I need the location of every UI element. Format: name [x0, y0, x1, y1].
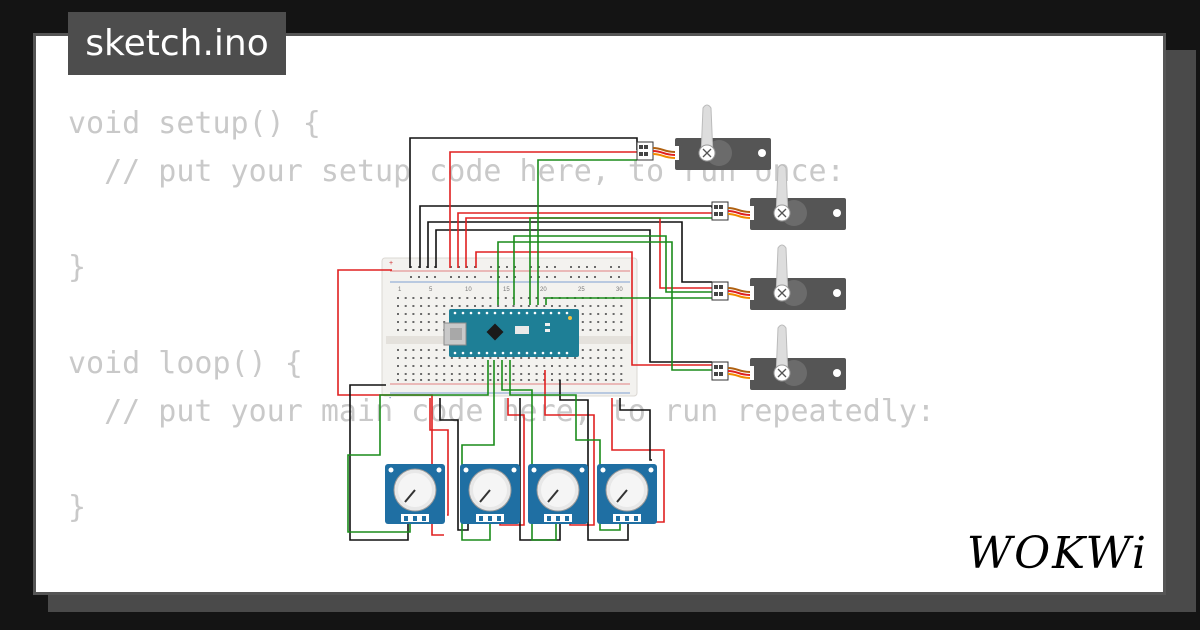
code-line: } [68, 490, 87, 525]
wire-red [449, 151, 637, 268]
wire-black [435, 229, 712, 363]
wire-black [519, 398, 561, 541]
wire-green [529, 217, 712, 305]
potentiometer-icon[interactable] [528, 464, 588, 524]
wire-green [509, 360, 621, 531]
rail-holes-top [410, 266, 620, 278]
column-number: 1 [398, 287, 402, 293]
wire-green [513, 235, 712, 305]
potentiometer-icon[interactable] [460, 464, 520, 524]
wokwi-logo: WOKWi [966, 528, 1148, 579]
code-line: // put your setup code here, to run once… [68, 154, 845, 189]
servo-icon[interactable] [711, 164, 846, 230]
code-line: void setup() { [68, 106, 321, 141]
wire-green [545, 297, 712, 305]
wire-black [349, 384, 409, 541]
column-number: 20 [540, 287, 547, 293]
rail-minus-sign: - [389, 395, 392, 402]
arduino-nano-icon[interactable] [443, 309, 579, 357]
wire-black [439, 398, 469, 531]
file-name-tab[interactable]: sketch.ino [68, 12, 286, 75]
rail-plus-sign: + [389, 260, 393, 267]
wire-red [429, 398, 449, 516]
potentiometer-icon[interactable] [597, 464, 657, 524]
wire-black [427, 221, 712, 283]
column-number: 5 [429, 287, 433, 293]
wire-red [499, 398, 525, 526]
column-numbers: 1 5 10 15 20 25 30 [398, 287, 623, 293]
wire-green [347, 360, 489, 533]
column-number: 30 [616, 287, 623, 293]
wire-black [409, 137, 638, 268]
column-number: 25 [578, 287, 585, 293]
column-number: 10 [465, 287, 472, 293]
wire-red [544, 370, 595, 526]
code-line: void loop() { [68, 346, 303, 381]
servo-icon[interactable] [636, 104, 771, 170]
wire-green [537, 159, 637, 305]
servo-icon[interactable] [711, 324, 846, 390]
code-line: } [68, 250, 87, 285]
wire-red [457, 212, 712, 268]
wire-green [497, 241, 712, 371]
servo-icon[interactable] [711, 244, 846, 310]
potentiometer-icon[interactable] [385, 464, 445, 524]
wire-black [619, 398, 652, 461]
column-number: 15 [503, 287, 510, 293]
wire-red [475, 251, 712, 366]
